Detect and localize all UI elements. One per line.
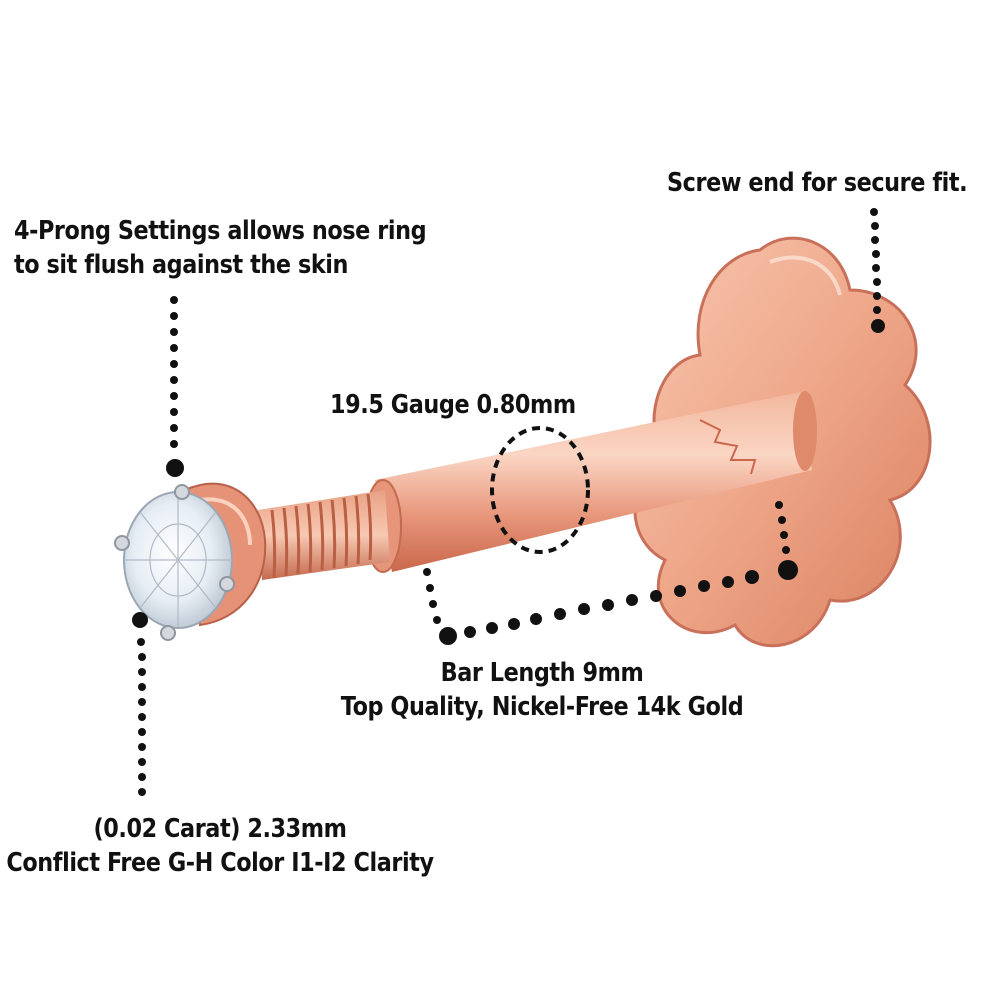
stone-line1: (0.02 Carat) 2.33mm — [93, 814, 347, 844]
gauge-highlight-circle — [490, 426, 590, 554]
screw-end-text: Screw end for secure fit. — [667, 168, 968, 198]
bar-length-label: Bar Length 9mm Top Quality, Nickel-Free … — [327, 656, 757, 724]
stone-line2: Conflict Free G-H Color I1-I2 Clarity — [6, 848, 434, 878]
prong-setting-line2: to sit flush against the skin — [14, 250, 349, 280]
diamond-stone — [123, 491, 233, 629]
screw-end-label: Screw end for secure fit. — [667, 166, 968, 200]
prongs — [114, 484, 235, 641]
gauge-label: 19.5 Gauge 0.80mm — [330, 388, 576, 422]
stone-label: (0.02 Carat) 2.33mm Conflict Free G-H Co… — [5, 812, 435, 880]
prong-setting-label: 4-Prong Settings allows nose ring to sit… — [14, 214, 427, 282]
prong-setting-line1: 4-Prong Settings allows nose ring — [14, 216, 427, 246]
leader-screw-end — [870, 208, 885, 333]
gauge-text: 19.5 Gauge 0.80mm — [330, 390, 576, 420]
threaded-section — [258, 490, 390, 580]
leader-prong-setting — [166, 296, 184, 477]
leader-stone — [132, 612, 148, 796]
bar-length-line2: Top Quality, Nickel-Free 14k Gold — [340, 692, 744, 722]
leader-bar-length — [423, 501, 798, 645]
bar-length-line1: Bar Length 9mm — [440, 658, 644, 688]
